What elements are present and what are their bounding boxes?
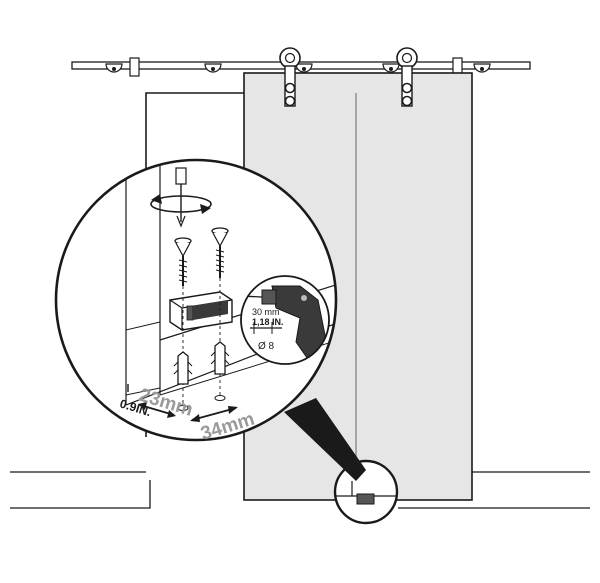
drill-hole-2 (214, 395, 226, 401)
rotate-arrow-icon (150, 194, 212, 214)
wall-bracket-1 (105, 63, 123, 73)
rail-stopper-left (129, 57, 140, 77)
door-hanger-left (279, 47, 301, 107)
screwdriver-bit (175, 167, 187, 228)
wall-bracket-5 (473, 63, 491, 73)
floor-guide-bracket (169, 291, 233, 331)
drill-callout: 30 mm 1,18 IN. Ø 8 (240, 275, 330, 365)
wall-bracket-4 (382, 63, 400, 73)
drill-bit-diameter-label: Ø 8 (258, 341, 275, 352)
screw-1-icon (174, 237, 192, 286)
floor-guide-location (333, 459, 399, 525)
edge-offset-arrow (127, 384, 176, 418)
callout-pointer (284, 398, 366, 481)
drill-hole-1 (177, 405, 189, 411)
wall-bracket-3 (295, 63, 313, 73)
alignment-lines (182, 278, 221, 405)
sliding-rail (71, 57, 531, 77)
wall-bracket-2 (204, 63, 222, 73)
drill-callout-border (240, 275, 330, 365)
hole-spacing-arrow (190, 406, 238, 422)
screw-2-icon (211, 227, 229, 278)
door-hanger-right (396, 47, 418, 107)
wall-plug-1-icon (173, 351, 193, 385)
wall-plug-2-icon (210, 341, 230, 375)
drill-depth-in-label: 1,18 IN. (252, 317, 284, 327)
floor (10, 471, 590, 509)
detail-circle-border (54, 158, 338, 442)
drill-depth-mm-label: 30 mm (252, 307, 280, 317)
